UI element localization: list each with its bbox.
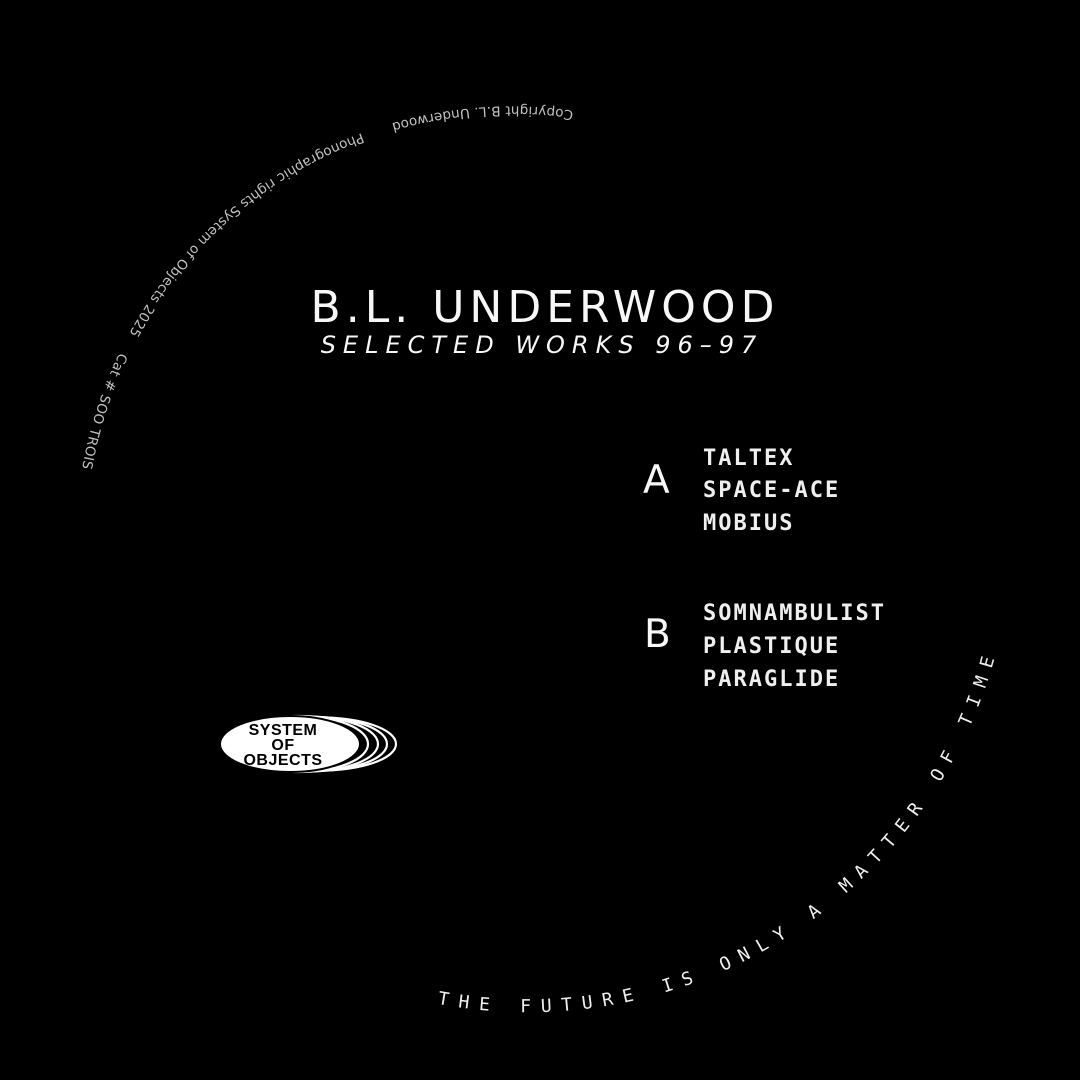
side-a-track-1: TALTEX xyxy=(703,446,794,471)
side-b-track-2: PLASTIQUE xyxy=(703,634,840,659)
logo-text-line-3: OBJECTS xyxy=(243,752,322,769)
side-b-track-3: PARAGLIDE xyxy=(703,667,840,692)
logo-ellipse xyxy=(219,715,361,773)
side-a-track-2: SPACE-ACE xyxy=(703,478,840,503)
logo-text-line-1: SYSTEM xyxy=(249,722,318,739)
side-a-letter: A xyxy=(643,458,670,503)
logo-text-line-2: OF xyxy=(271,737,294,754)
system-of-objects-logo: SYSTEM OF OBJECTS xyxy=(219,714,398,774)
side-b-track-1: SOMNAMBULIST xyxy=(703,601,886,626)
side-a-track-3: MOBIUS xyxy=(703,511,794,536)
side-b-letter: B xyxy=(644,612,671,657)
artist-name: B.L. UNDERWOOD xyxy=(311,282,780,333)
album-title: SELECTED WORKS 96–97 xyxy=(321,331,764,359)
